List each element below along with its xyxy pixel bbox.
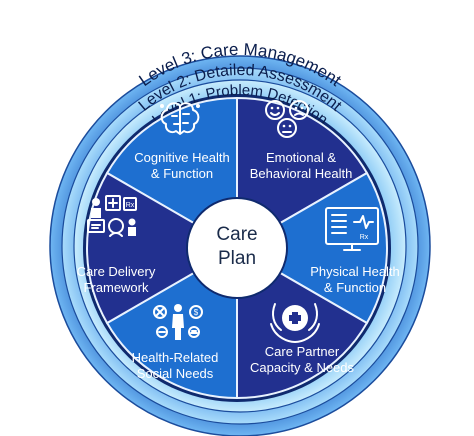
center-label-line2: Plan xyxy=(218,248,256,269)
segment-label-care-partner-2: Capacity & Needs xyxy=(250,360,355,375)
segment-label-emotional-1: Emotional & xyxy=(266,150,336,165)
segment-label-physical-2: & Function xyxy=(324,280,386,295)
segment-label-care-delivery-2: Framework xyxy=(83,280,149,295)
segment-label-care-partner-1: Care Partner xyxy=(265,344,340,359)
segment-label-cognitive-1: Cognitive Health xyxy=(134,150,229,165)
segment-label-social-needs-1: Health-Related xyxy=(132,350,219,365)
svg-text:$: $ xyxy=(194,308,199,317)
care-delivery-icon: Rx xyxy=(87,195,137,237)
social-needs-icon: $ xyxy=(153,304,203,340)
segment-label-cognitive-2: & Function xyxy=(151,166,213,181)
segment-label-physical-1: Physical Health xyxy=(310,264,400,279)
segment-physical-health xyxy=(235,171,388,325)
caring-hands-icon xyxy=(270,303,320,343)
segment-label-care-delivery-1: Care Delivery xyxy=(77,264,156,279)
svg-text:Rx: Rx xyxy=(360,234,369,241)
segment-label-social-needs-2: Social Needs xyxy=(137,366,214,381)
segment-label-emotional-2: Behavioral Health xyxy=(250,166,353,181)
medical-monitor-icon: Rx xyxy=(325,207,379,251)
center-circle xyxy=(186,197,288,299)
center-label-line1: Care xyxy=(216,224,257,245)
svg-text:Rx: Rx xyxy=(126,202,135,209)
emotion-faces-icon xyxy=(265,100,309,138)
brain-icon xyxy=(160,102,200,135)
